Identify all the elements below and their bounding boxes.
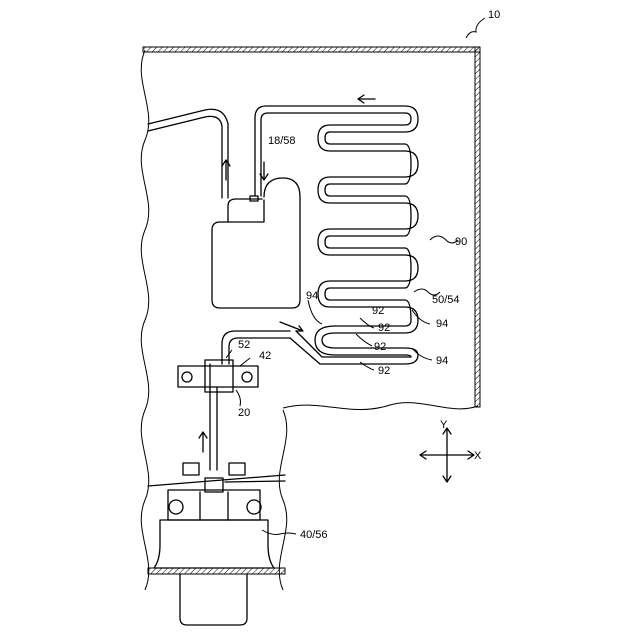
break-lines — [141, 50, 478, 590]
label-axis-x: X — [474, 450, 482, 462]
serpentine-coil — [290, 125, 418, 364]
label-pipe-c: 94 — [436, 355, 448, 367]
label-compressor: 40/56 — [300, 529, 328, 541]
label-clamp-mid: 42 — [259, 350, 271, 362]
axis-indicator — [420, 428, 474, 482]
suction-pipe — [148, 109, 228, 198]
reference-labels: 10 18/58 90 50/54 94 94 94 92 92 92 92 5… — [238, 9, 500, 541]
label-bend-1: 92 — [372, 305, 384, 317]
label-unit-top: 18/58 — [268, 135, 296, 147]
label-coil-sub: 50/54 — [432, 294, 460, 306]
label-bend-4: 92 — [378, 365, 390, 377]
label-clamp-top: 52 — [238, 339, 250, 351]
label-pipe-a: 94 — [306, 290, 318, 302]
label-coil: 90 — [455, 236, 467, 248]
label-clamp-bottom: 20 — [238, 407, 250, 419]
flow-arrows — [199, 95, 375, 452]
label-housing: 10 — [488, 9, 500, 21]
label-pipe-b: 94 — [436, 318, 448, 330]
label-bend-3: 92 — [374, 341, 386, 353]
compressor — [154, 463, 274, 625]
leader-lines — [226, 18, 485, 535]
housing-wall — [143, 47, 480, 574]
label-axis-y: Y — [440, 419, 448, 431]
pipe-clamp — [178, 360, 258, 392]
accumulator-unit — [212, 178, 300, 308]
label-bend-2: 92 — [378, 322, 390, 334]
